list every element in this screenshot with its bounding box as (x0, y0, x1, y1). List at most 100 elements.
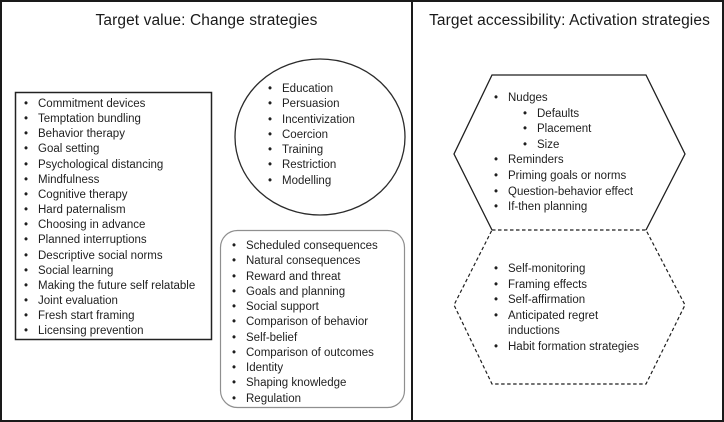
list-item: • Mindfulness (24, 173, 195, 188)
bullet-icon: • (494, 169, 499, 182)
bullet-icon: • (494, 185, 499, 198)
list-item-label: Natural consequences (246, 255, 361, 268)
list-item-label: Education (282, 83, 334, 95)
list-item-label: Placement (537, 123, 592, 136)
bullet-icon: • (268, 98, 273, 111)
list-item: •Social learning (24, 264, 195, 279)
bullet-icon: • (268, 83, 273, 95)
list-item: • Licensing prevention (24, 324, 195, 339)
change-techniques-list: • Commitment devices • Temptation bundling… (24, 97, 195, 340)
bullet-icon: • (268, 144, 273, 157)
bullet-icon: • (24, 158, 29, 171)
list-item: •Choosing in advance (24, 218, 195, 233)
list-item: • Commitment devices (24, 97, 195, 112)
list-item-label: If-then planning (508, 201, 588, 214)
list-item-label: Hard paternalism (38, 204, 126, 217)
list-item-label: Persuasion (282, 98, 340, 111)
bullet-icon: • (24, 113, 29, 126)
list-item-label: Reminders (508, 154, 564, 167)
bullet-icon: • (232, 362, 237, 374)
list-item-label: Licensing prevention (38, 325, 144, 338)
list-item: •Hard paternalism (24, 203, 195, 218)
list-item: • Incentivization (268, 113, 355, 128)
list-item-label: Shaping knowledge (246, 377, 347, 390)
list-item: •Habit formation strategies (494, 340, 650, 356)
list-item-label: Identity (246, 362, 284, 374)
list-item-label: Temptation bundling (38, 113, 141, 126)
bullet-icon: • (24, 188, 29, 201)
list-item-label: Social support (246, 301, 319, 313)
list-item-label: Fresh start framing (38, 310, 135, 323)
bullet-icon: • (232, 285, 237, 298)
list-item: •Comparison of behavior (232, 315, 378, 330)
list-item-label: Reward and threat (246, 270, 341, 283)
list-item-label: Self-belief (246, 331, 298, 344)
list-item: • Education (268, 82, 355, 97)
list-item: • Psychological distancing (24, 158, 195, 173)
bullet-icon: • (232, 270, 237, 283)
list-item: • Goal setting (24, 142, 195, 157)
right-panel-title: Target accessibility: Activation strateg… (429, 12, 710, 29)
bullet-icon: • (494, 278, 499, 291)
list-item: • Temptation bundling (24, 112, 195, 127)
bullet-icon: • (232, 240, 237, 252)
bullet-icon: • (268, 174, 273, 187)
list-item-label: Mindfulness (38, 173, 100, 186)
bullet-icon: • (523, 123, 528, 136)
list-item: • Joint evaluation (24, 294, 195, 309)
bullet-icon: • (24, 234, 29, 247)
list-item: • Coercion (268, 128, 355, 143)
list-subitem: •Defaults (523, 107, 633, 123)
bullet-icon: • (494, 340, 499, 353)
intervention-functions-list: •Education •Persuasion •Incentivization … (268, 82, 355, 189)
list-item-label: Framing effects (508, 278, 588, 291)
list-item: •Self-affirmation (494, 293, 650, 309)
panel-change-strategies: Target value: Change strategies (2, 2, 413, 420)
list-subitem: •Size (523, 138, 633, 154)
bullet-icon: • (268, 159, 273, 172)
list-item: • Cognitive therapy (24, 188, 195, 203)
list-item: • Identity (232, 361, 378, 376)
bullet-icon: • (24, 128, 29, 141)
behavior-change-techniques-list: •Scheduled consequences •Natural consequ… (232, 239, 378, 407)
list-item-label: Planned interruptions (38, 234, 147, 247)
bullet-icon: • (24, 98, 29, 110)
bullet-icon: • (24, 325, 29, 338)
bullet-icon: • (24, 143, 29, 156)
list-item-label: Joint evaluation (38, 295, 118, 308)
list-item-label: Cognitive therapy (38, 188, 128, 201)
list-item-label: Self-monitoring (508, 263, 586, 275)
list-item: • Fresh start framing (24, 309, 195, 324)
bullet-icon: • (24, 264, 29, 277)
bullet-icon: • (24, 173, 29, 186)
list-item: •Reminders (494, 153, 633, 169)
list-item: •Goals and planning (232, 285, 378, 300)
list-item-label: Making the future self relatable (38, 279, 196, 292)
bullet-icon: • (232, 331, 237, 344)
list-item-label: Comparison of outcomes (246, 346, 374, 359)
list-item-label: Nudges (508, 92, 548, 104)
bullet-icon: • (494, 294, 499, 306)
bullet-icon: • (268, 113, 273, 126)
bullet-icon: • (24, 295, 29, 308)
bullet-icon: • (24, 310, 29, 323)
bullet-icon: • (494, 309, 499, 322)
list-item-label: Commitment devices (38, 98, 146, 110)
list-item-label: Incentivization (282, 113, 355, 126)
list-item-label: Goal setting (38, 143, 100, 156)
bullet-icon: • (268, 128, 273, 141)
list-item-label: Coercion (282, 128, 329, 141)
list-item: •Priming goals or norms (494, 169, 633, 185)
list-item-label: Modelling (282, 174, 332, 187)
list-item-label: Behavior therapy (38, 128, 125, 141)
list-item: • Modelling (268, 174, 355, 189)
list-item: •Self-monitoring (494, 262, 650, 278)
secondary-activation-strategies-list: •Self-monitoring •Framing effects •Self-… (494, 262, 650, 355)
list-item-label: Choosing in advance (38, 219, 146, 232)
list-item-label: Psychological distancing (38, 158, 164, 171)
list-item-label: Size (537, 138, 560, 151)
list-item: • Self-belief (232, 331, 378, 346)
list-item: •Anticipated regret inductions (494, 309, 650, 340)
list-item: •Question-behavior effect (494, 185, 633, 201)
